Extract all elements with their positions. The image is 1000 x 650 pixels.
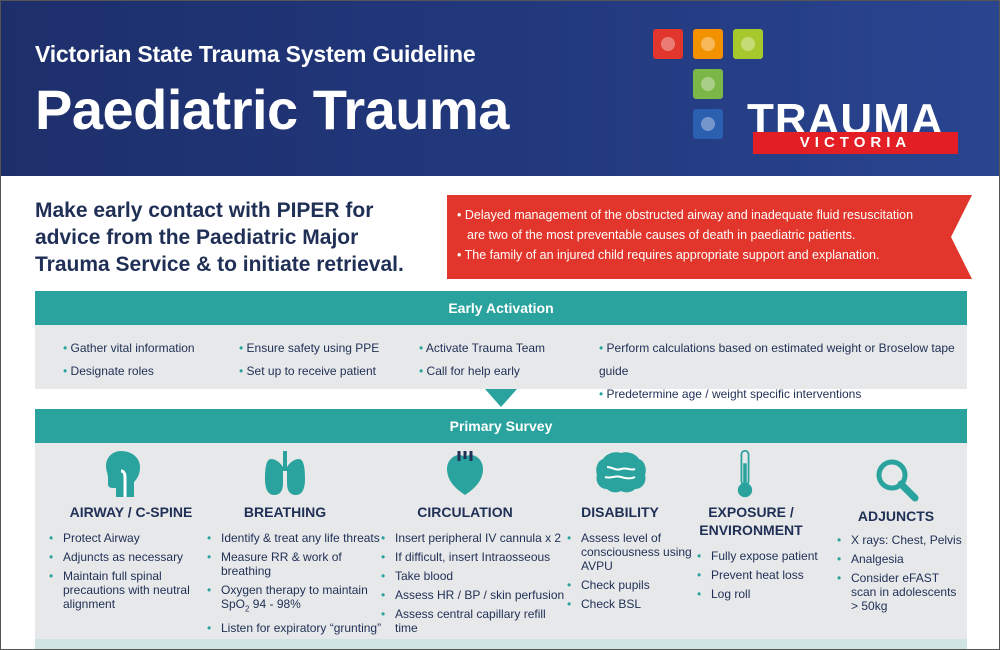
early-activation-item: Designate roles bbox=[63, 360, 195, 383]
guideline-subtitle: Victorian State Trauma System Guideline bbox=[35, 41, 476, 67]
primary-survey-heading: Primary Survey bbox=[35, 409, 967, 443]
breathing-item-text: Oxygen therapy to maintain bbox=[221, 583, 368, 597]
airway-heading: AIRWAY / C-SPINE bbox=[69, 504, 193, 520]
logo-square-green bbox=[693, 69, 723, 99]
spo2-label: SpO bbox=[221, 597, 246, 611]
breathing-item: Identify & treat any life threats bbox=[207, 531, 387, 545]
adjuncts-heading: ADJUNCTS bbox=[857, 508, 935, 524]
disability-heading: DISABILITY bbox=[581, 504, 659, 520]
exposure-heading: EXPOSURE / ENVIRONMENT bbox=[691, 503, 811, 539]
early-activation-item: Perform calculations based on estimated … bbox=[599, 337, 967, 383]
early-activation-item: Predetermine age / weight specific inter… bbox=[599, 383, 967, 406]
lungs-icon bbox=[265, 451, 305, 495]
exposure-heading-line: ENVIRONMENT bbox=[699, 522, 803, 538]
adjuncts-item: Consider eFAST scan in adolescents > 50k… bbox=[837, 571, 965, 613]
breathing-heading: BREATHING bbox=[243, 504, 327, 520]
logo-square-blue bbox=[693, 109, 723, 139]
early-activation-item: Activate Trauma Team bbox=[419, 337, 545, 360]
logo-square-orange bbox=[693, 29, 723, 59]
primary-survey-panel: AIRWAY / C-SPINE Protect Airway Adjuncts… bbox=[35, 443, 967, 639]
magnifier-icon bbox=[876, 459, 919, 502]
early-activation-panel: Gather vital information Designate roles… bbox=[35, 325, 967, 401]
exposure-list: Fully expose patient Prevent heat loss L… bbox=[697, 549, 837, 606]
alert-item: The family of an injured child requires … bbox=[457, 245, 934, 265]
breathing-item: Measure RR & work of breathing bbox=[207, 550, 387, 578]
disability-list: Assess level of consciousness using AVPU… bbox=[567, 531, 697, 616]
early-activation-item: Call for help early bbox=[419, 360, 545, 383]
disability-item: Check BSL bbox=[567, 597, 697, 611]
airway-item: Adjuncts as necessary bbox=[49, 550, 214, 564]
page-title: Paediatric Trauma bbox=[35, 78, 509, 141]
early-activation-item: Gather vital information bbox=[63, 337, 195, 360]
heart-icon bbox=[447, 451, 483, 495]
logo-square-lime bbox=[733, 29, 763, 59]
disability-item: Assess level of consciousness using AVPU bbox=[567, 531, 697, 573]
circulation-heading: CIRCULATION bbox=[417, 504, 513, 520]
down-arrow-icon bbox=[485, 389, 517, 407]
logo-subtext: VICTORIA bbox=[753, 132, 958, 154]
disability-item: Check pupils bbox=[567, 578, 697, 592]
early-activation-item: Ensure safety using PPE bbox=[239, 337, 380, 360]
exposure-item: Prevent heat loss bbox=[697, 568, 837, 582]
early-activation-column: Activate Trauma Team Call for help early bbox=[419, 337, 545, 383]
thermometer-icon bbox=[737, 449, 753, 498]
early-activation-column: Ensure safety using PPE Set up to receiv… bbox=[239, 337, 380, 383]
exposure-heading-line: EXPOSURE / bbox=[708, 504, 794, 520]
breathing-item: Listen for expiratory “grunting” bbox=[207, 621, 387, 635]
circulation-item: Take blood bbox=[381, 569, 571, 583]
early-activation-column: Gather vital information Designate roles bbox=[63, 337, 195, 383]
airway-item: Protect Airway bbox=[49, 531, 214, 545]
circulation-item: Assess central capillary refill time bbox=[381, 607, 571, 635]
piper-contact-text: Make early contact with PIPER for advice… bbox=[35, 199, 404, 276]
alert-item: Delayed management of the obstructed air… bbox=[457, 205, 934, 245]
early-activation-column: Perform calculations based on estimated … bbox=[599, 337, 967, 406]
brain-icon bbox=[596, 452, 646, 493]
head-airway-icon bbox=[106, 451, 140, 497]
early-activation-item: Set up to receive patient bbox=[239, 360, 379, 383]
adjuncts-list: X rays: Chest, Pelvis Analgesia Consider… bbox=[837, 533, 965, 618]
spo2-range: 94 - 98% bbox=[249, 597, 301, 611]
spo2-subscript: 2 bbox=[245, 604, 250, 614]
header-banner: Victorian State Trauma System Guideline … bbox=[1, 1, 999, 176]
exposure-item: Fully expose patient bbox=[697, 549, 837, 563]
logo-square-red bbox=[653, 29, 683, 59]
adjuncts-item: X rays: Chest, Pelvis bbox=[837, 533, 965, 547]
alert-banner: Delayed management of the obstructed air… bbox=[447, 195, 972, 279]
circulation-list: Insert peripheral IV cannula x 2 If diff… bbox=[381, 531, 571, 640]
circulation-item: If difficult, insert Intraosseous bbox=[381, 550, 571, 564]
early-activation-heading: Early Activation bbox=[35, 291, 967, 325]
circulation-item: Insert peripheral IV cannula x 2 bbox=[381, 531, 571, 545]
breathing-list: Identify & treat any life threats Measur… bbox=[207, 531, 387, 640]
circulation-item: Assess HR / BP / skin perfusion bbox=[381, 588, 571, 602]
trauma-victoria-logo: TRAUMA VICTORIA bbox=[653, 29, 963, 159]
bottom-strip bbox=[35, 639, 967, 649]
adjuncts-item: Analgesia bbox=[837, 552, 965, 566]
airway-list: Protect Airway Adjuncts as necessary Mai… bbox=[49, 531, 214, 616]
airway-item: Maintain full spinal precautions with ne… bbox=[49, 569, 214, 611]
exposure-item: Log roll bbox=[697, 587, 837, 601]
